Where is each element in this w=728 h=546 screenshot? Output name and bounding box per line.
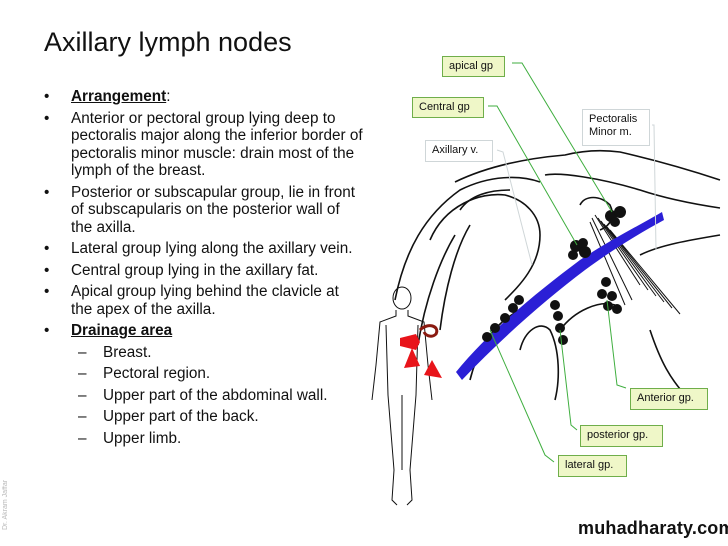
arrangement-heading: Arrangement [71,88,167,105]
dash-symbol: – [78,365,87,382]
drainage-item: –Pectoral region. [44,365,364,383]
bullet-anterior-group: • Anterior or pectoral group lying deep … [44,110,364,180]
bullet-symbol: • [44,322,50,339]
arrow-icon [404,348,420,368]
bullet-symbol: • [44,283,50,300]
dash-symbol: – [78,386,87,404]
drainage-item: –Upper part of the back. [44,408,364,426]
label-pectoralis-minor: Pectoralis Minor m. [582,109,650,146]
leader-lines [488,62,657,463]
dash-symbol: – [78,343,87,361]
colon: : [166,88,171,105]
bullet-symbol: • [44,88,50,105]
bullet-posterior-group: • Posterior or subscapular group, lie in… [44,184,364,237]
bullet-symbol: • [44,109,50,127]
label-anterior-group: Anterior gp. [630,388,708,410]
bullet-symbol: • [44,261,50,279]
bullet-arrangement: • Arrangement: [44,88,364,106]
bullet-central-group: • Central group lying in the axillary fa… [44,262,364,280]
arrow-icon [400,334,420,350]
label-axillary-vein: Axillary v. [425,140,493,162]
bullet-text: Apical group lying behind the clavicle a… [71,283,339,318]
bullet-text: Anterior or pectoral group lying deep to… [71,109,363,180]
axillary-vein [456,212,664,380]
dash-symbol: – [78,408,87,425]
bullet-lateral-group: • Lateral group lying along the axillary… [44,240,364,258]
bullet-drainage-area: • Drainage area [44,322,364,340]
drainage-item: –Upper part of the abdominal wall. [44,387,364,405]
label-central-group: Central gp [412,97,484,118]
curved-arrow-icon [418,324,439,338]
slide-title: Axillary lymph nodes [44,27,292,57]
label-lateral-group: lateral gp. [558,455,627,477]
drainage-text: Upper part of the abdominal wall. [103,386,328,404]
human-figure [371,286,433,506]
site-watermark: muhadharaty.com [578,518,728,538]
drainage-text: Pectoral region. [103,365,211,382]
arrow-icon [424,360,442,378]
red-arrows [400,334,442,378]
dash-symbol: – [78,429,87,447]
drainage-item: –Upper limb. [44,430,364,448]
bullet-symbol: • [44,183,50,201]
drainage-text: Upper limb. [103,429,182,447]
bullet-list: • Arrangement: • Anterior or pectoral gr… [44,88,364,451]
bullet-text: Posterior or subscapular group, lie in f… [71,183,355,236]
lymph-nodes [482,206,626,345]
label-apical-group: apical gp [442,56,505,77]
label-posterior-group: posterior gp. [580,425,663,447]
bullet-text: Lateral group lying along the axillary v… [71,240,353,257]
drainage-text: Upper part of the back. [103,408,259,425]
bullet-text: Central group lying in the axillary fat. [71,261,319,279]
bullet-apical-group: • Apical group lying behind the clavicle… [44,283,364,318]
drainage-heading: Drainage area [71,322,173,339]
bullet-symbol: • [44,240,50,257]
drainage-item: –Breast. [44,344,364,362]
shoulder-outline [394,149,721,401]
drainage-text: Breast. [103,343,152,361]
